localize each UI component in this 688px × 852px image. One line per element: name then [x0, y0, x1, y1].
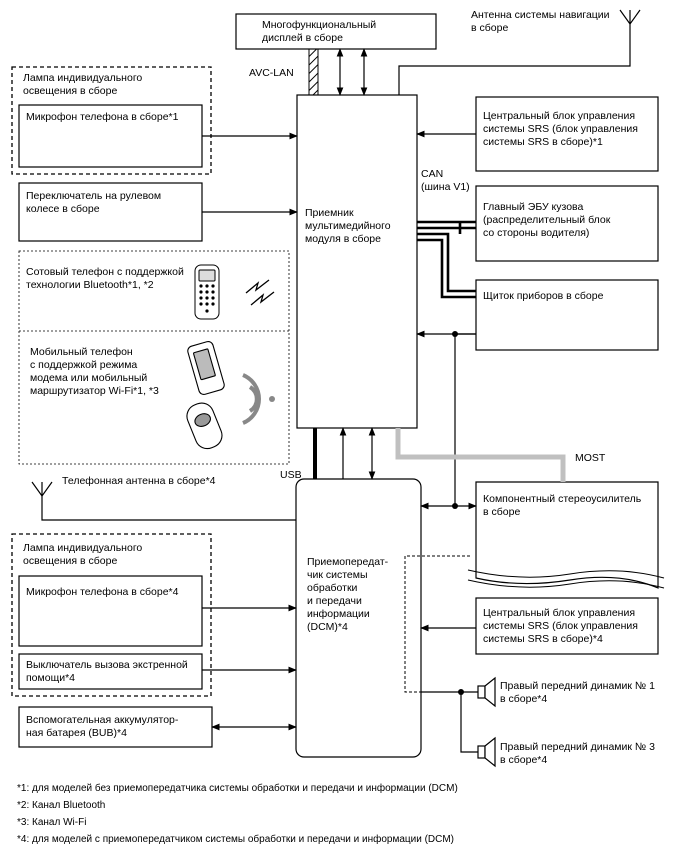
- display-box: [235, 13, 437, 50]
- lamp-bottom-box: [11, 533, 212, 697]
- footnote-1: *1: для моделей без приемопередатчика си…: [17, 783, 458, 794]
- most-label: MOST: [575, 452, 606, 464]
- phone-antenna-label: Телефонная антенна в сборе*4: [62, 475, 216, 487]
- keypad-phone-icon: [194, 264, 220, 320]
- meter-box: [475, 279, 659, 351]
- display-label: Многофункциональный дисплей в сборе: [262, 19, 377, 44]
- lamp-bottom-label: Лампа индивидуального освещения в сборе: [23, 542, 143, 567]
- wifi-phone-label: Мобильный телефон с поддержкой режима мо…: [30, 346, 159, 397]
- footnote-3: *3: Канал Wi-Fi: [17, 817, 87, 828]
- srs-top-label: Центральный блок управления системы SRS …: [483, 110, 638, 148]
- can-bus-lines: [417, 220, 476, 299]
- usb-bus: [313, 428, 317, 479]
- main-ecu-label: Главный ЭБУ кузова (распределительный бл…: [483, 201, 611, 239]
- meter-label: Щиток приборов в сборе: [483, 290, 604, 302]
- speaker1-label: Правый передний динамик № 1 в сборе*4: [500, 680, 655, 705]
- smartphone-icon: [187, 341, 225, 395]
- mic-top-box: [18, 104, 203, 168]
- receiver-box: [296, 94, 418, 429]
- lamp-top-label: Лампа индивидуального освещения в сборе: [23, 72, 143, 97]
- mic-top-label: Микрофон телефона в сборе*1: [26, 111, 179, 123]
- receiver-label: Приемник мультимедийного модуля в сборе: [305, 207, 391, 245]
- phone-antenna-icon: [31, 481, 53, 498]
- antenna-icon: [619, 9, 641, 26]
- most-bus: [395, 428, 566, 482]
- phone-antenna-wire: [41, 496, 296, 521]
- phones-box: [18, 250, 290, 465]
- avc-lan-label: AVC-LAN: [249, 67, 294, 79]
- steering-switch-label: Переключатель на рулевом колесе в сборе: [26, 190, 162, 215]
- avc-lan-bus: [308, 48, 319, 96]
- main-ecu-box: [475, 185, 659, 262]
- emergency-switch-box: [18, 653, 203, 690]
- srs-bottom-box: [475, 597, 659, 655]
- srs-bottom-label: Центральный блок управления системы SRS …: [483, 607, 638, 645]
- wifi-signal-icon: [242, 373, 275, 425]
- can-label: CAN (шина V1): [421, 168, 470, 193]
- steering-switch-box: [18, 182, 203, 242]
- speaker-icon: [477, 676, 496, 708]
- footnote-4: *4: для моделей с приемопередатчиком сис…: [17, 834, 455, 845]
- dcm-box: [295, 478, 422, 758]
- speaker3-label: Правый передний динамик № 3 в сборе*4: [500, 741, 655, 766]
- speaker3-feed: [460, 692, 478, 753]
- stereo-amp-break: [467, 569, 665, 589]
- bluetooth-signal-icon: [245, 279, 275, 306]
- emergency-switch-label: Выключатель вызова экстренной помощи*4: [26, 659, 188, 684]
- lamp-top-box: [11, 66, 212, 175]
- nav-antenna-wire: [398, 24, 631, 95]
- bub-label: Вспомогательная аккумулятор- ная батарея…: [26, 714, 179, 739]
- mic-bottom-label: Микрофон телефона в сборе*4: [26, 586, 179, 598]
- mic-bottom-box: [18, 575, 203, 647]
- dcm-label: Приемопередат- чик системы обработки и п…: [307, 556, 389, 633]
- speaker-icon: [477, 736, 496, 768]
- nav-antenna-label: Антенна системы навигации в сборе: [471, 9, 610, 34]
- stereo-amp-label: Компонентный стереоусилитель в сборе: [483, 493, 642, 518]
- footnote-2: *2: Канал Bluetooth: [17, 800, 106, 811]
- usb-label: USB: [280, 469, 302, 481]
- srs-top-box: [475, 96, 659, 172]
- wifi-router-icon: [186, 402, 223, 450]
- bt-phone-label: Сотовый телефон с поддержкой технологии …: [26, 266, 184, 291]
